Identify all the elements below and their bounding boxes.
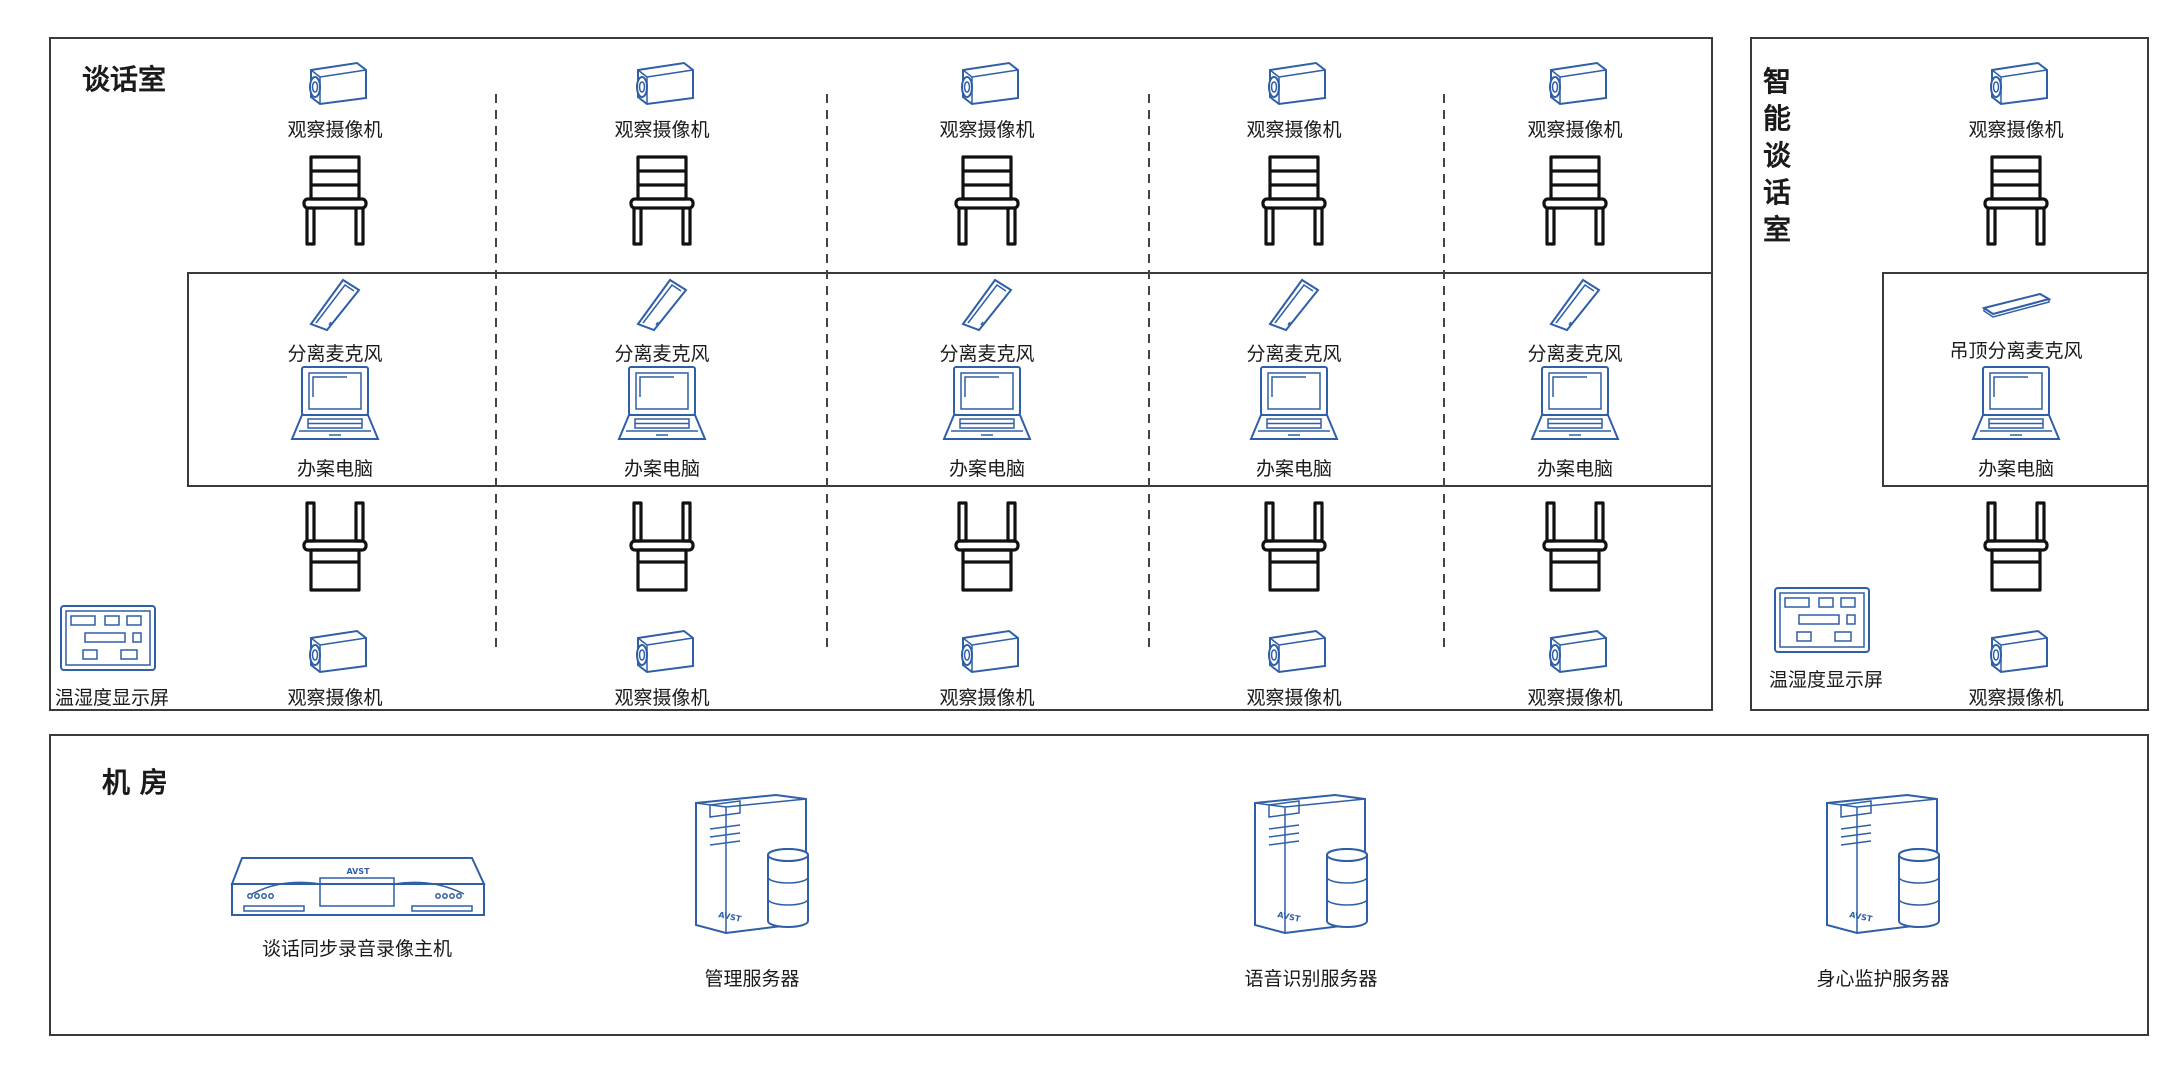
ceiling-microphone-icon [1981, 292, 2052, 318]
recorder-host-label: 谈话同步录音录像主机 [262, 938, 452, 960]
microphone-label: 分离麦克风 [614, 343, 709, 365]
chair-icon [1542, 501, 1608, 592]
camera-icon [1990, 629, 2048, 674]
camera-label: 观察摄像机 [1968, 687, 2063, 709]
camera-label: 观察摄像机 [939, 687, 1034, 709]
microphone-label: 分离麦克风 [287, 343, 382, 365]
interview-room-title: 谈话室 [82, 63, 166, 96]
brand-logo: AVST [346, 867, 370, 876]
laptop-icon [1971, 366, 2061, 440]
microphone-icon [961, 278, 1013, 332]
camera-label: 观察摄像机 [939, 119, 1034, 141]
temperature-humidity-display-icon [1774, 587, 1870, 653]
camera-icon [1549, 629, 1607, 674]
camera-label: 观察摄像机 [614, 119, 709, 141]
chair-icon [1542, 155, 1608, 246]
camera-icon [309, 629, 367, 674]
laptop-icon [617, 366, 707, 440]
chair-icon [629, 155, 695, 246]
seat-separators [495, 94, 1445, 652]
camera-label: 观察摄像机 [1527, 119, 1622, 141]
chair-icon [302, 155, 368, 246]
camera-label: 观察摄像机 [1246, 687, 1341, 709]
camera-icon [1549, 61, 1607, 106]
display-label: 温湿度显示屏 [1769, 669, 1883, 691]
chair-icon [1983, 501, 2049, 592]
camera-icon [636, 629, 694, 674]
smart-room-title: 智 能 谈 话 室 [1763, 65, 1792, 246]
pc-label: 办案电脑 [1256, 458, 1332, 480]
smart-desk-zone [1882, 272, 2149, 487]
camera-icon [636, 61, 694, 106]
display-label: 温湿度显示屏 [55, 687, 169, 709]
chair-icon [954, 501, 1020, 592]
pc-label: 办案电脑 [297, 458, 373, 480]
camera-icon [961, 61, 1019, 106]
smart-room-title-char: 智 [1763, 65, 1791, 98]
microphone-label: 分离麦克风 [1527, 343, 1622, 365]
laptop-icon [1249, 366, 1339, 440]
machine-room-title: 机 房 [102, 766, 168, 799]
laptop-icon [1530, 366, 1620, 440]
server-icon: AVST [1254, 793, 1368, 935]
chair-icon [1261, 155, 1327, 246]
interview-desk-zone [187, 272, 1713, 487]
laptop-icon [290, 366, 380, 440]
pc-label: 办案电脑 [949, 458, 1025, 480]
pc-label: 办案电脑 [1978, 458, 2054, 480]
microphone-icon [636, 278, 688, 332]
microphone-label: 吊顶分离麦克风 [1949, 340, 2082, 362]
recorder-host-icon: AVST [230, 857, 486, 916]
smart-room-title-char: 话 [1763, 176, 1791, 209]
chair-icon [302, 501, 368, 592]
camera-label: 观察摄像机 [1246, 119, 1341, 141]
microphone-label: 分离麦克风 [939, 343, 1034, 365]
microphone-icon [1549, 278, 1601, 332]
camera-label: 观察摄像机 [287, 119, 382, 141]
smart-room-title-char: 室 [1763, 213, 1791, 246]
camera-label: 观察摄像机 [1968, 119, 2063, 141]
chair-icon [954, 155, 1020, 246]
server-label: 管理服务器 [704, 968, 799, 990]
microphone-icon [309, 278, 361, 332]
server-icon: AVST [1826, 793, 1940, 935]
server-label: 语音识别服务器 [1244, 968, 1377, 990]
server-icon: AVST [695, 793, 809, 935]
camera-icon [1268, 629, 1326, 674]
camera-icon [961, 629, 1019, 674]
device-layer: 观察摄像机分离麦克风办案电脑观察摄像机观察摄像机分离麦克风办案电脑观察摄像机观察… [55, 61, 2083, 990]
microphone-icon [1268, 278, 1320, 332]
camera-icon [309, 61, 367, 106]
camera-label: 观察摄像机 [614, 687, 709, 709]
smart-room-title-char: 谈 [1763, 139, 1792, 172]
camera-icon [1990, 61, 2048, 106]
chair-icon [1983, 155, 2049, 246]
camera-label: 观察摄像机 [287, 687, 382, 709]
machine-room-frame [49, 734, 2149, 1036]
chair-icon [1261, 501, 1327, 592]
pc-label: 办案电脑 [1537, 458, 1613, 480]
server-label: 身心监护服务器 [1816, 968, 1949, 990]
smart-room-title-char: 能 [1763, 102, 1791, 135]
microphone-label: 分离麦克风 [1246, 343, 1341, 365]
camera-label: 观察摄像机 [1527, 687, 1622, 709]
pc-label: 办案电脑 [624, 458, 700, 480]
camera-icon [1268, 61, 1326, 106]
chair-icon [629, 501, 695, 592]
temperature-humidity-display-icon [60, 605, 156, 671]
laptop-icon [942, 366, 1032, 440]
